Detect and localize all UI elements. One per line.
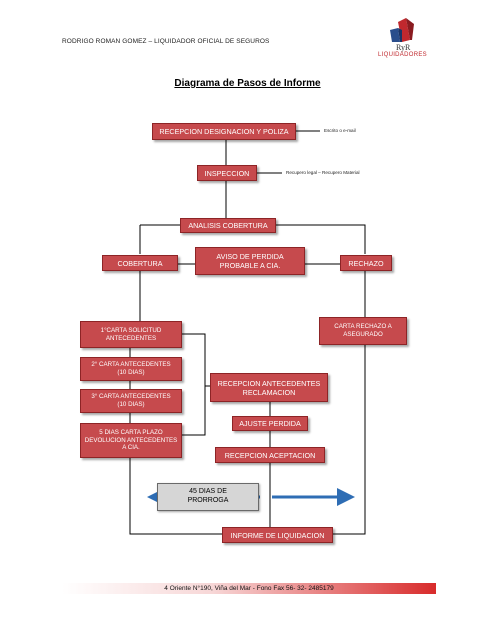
step-carta-2: 2° CARTA ANTECEDENTES (10 DIAS) bbox=[80, 357, 182, 381]
step-inspeccion: INSPECCION bbox=[197, 165, 257, 181]
page-title: Diagrama de Pasos de Informe bbox=[174, 78, 321, 89]
note-recupero: Recupero legal – Recupero Material bbox=[286, 170, 360, 175]
footer-address: 4 Oriente N°190, Viña del Mar - Fono Fax… bbox=[62, 583, 436, 594]
step-recepcion-aceptacion: RECEPCION ACEPTACION bbox=[215, 447, 325, 463]
header-company: RODRIGO ROMAN GOMEZ – LIQUIDADOR OFICIAL… bbox=[62, 38, 270, 45]
step-rechazo: RECHAZO bbox=[340, 255, 392, 271]
step-carta-1: 1°CARTA SOLICITUD ANTECEDENTES bbox=[80, 321, 182, 348]
logo-name: RyR bbox=[396, 43, 411, 52]
step-analisis-cobertura: ANALISIS COBERTURA bbox=[180, 218, 276, 233]
step-recepcion-antecedentes: RECEPCION ANTECEDENTES RECLAMACION bbox=[210, 373, 328, 402]
step-recepcion-designacion: RECEPCION DESIGNACION Y POLIZA bbox=[152, 123, 296, 140]
step-informe-liquidacion: INFORME DE LIQUIDACION bbox=[222, 527, 333, 543]
step-aviso-perdida: AVISO DE PERDIDA PROBABLE A CIA. bbox=[195, 247, 305, 275]
note-escrito-email: Escrito o e-mail bbox=[324, 128, 356, 133]
step-carta-rechazo: CARTA RECHAZO A ASEGURADO bbox=[319, 317, 407, 345]
step-ajuste-perdida: AJUSTE PERDIDA bbox=[232, 416, 308, 431]
step-cobertura: COBERTURA bbox=[102, 255, 178, 271]
step-carta-3: 3° CARTA ANTECEDENTES (10 DIAS) bbox=[80, 389, 182, 413]
logo-subtitle: LIQUIDADORES bbox=[378, 52, 427, 58]
step-carta-5-dias: 5 DIAS CARTA PLAZO DEVOLUCION ANTECEDENT… bbox=[80, 423, 182, 458]
prorroga-45-dias: 45 DIAS DE PRORROGA bbox=[157, 483, 259, 511]
company-logo-icon bbox=[390, 18, 414, 42]
